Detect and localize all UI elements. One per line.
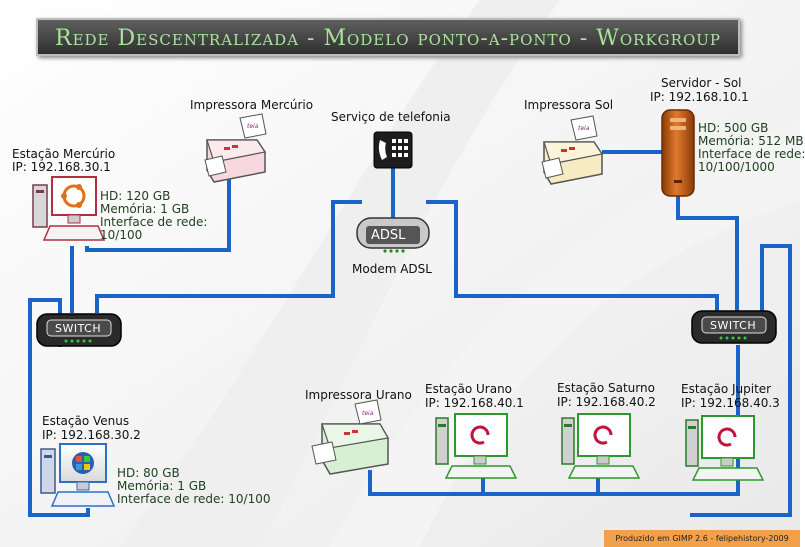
server-sol xyxy=(661,109,695,197)
link-switch-modem xyxy=(95,200,362,313)
station-mercurio xyxy=(32,176,106,241)
phone-service xyxy=(373,131,413,169)
label-estacao-mercurio: Estação Mercúrio xyxy=(12,147,116,161)
ip-estacao-venus: IP: 192.168.30.2 xyxy=(42,428,141,442)
ip-estacao-urano: IP: 192.168.40.1 xyxy=(425,396,524,410)
switch-left xyxy=(36,313,122,347)
switch-left-label: SWITCH xyxy=(55,322,102,335)
spec-mercurio-interface: Interface de rede: xyxy=(100,215,208,229)
spec-mercurio-memoria: Memória: 1 GB xyxy=(100,202,190,216)
spec-mercurio-speed: 10/100 xyxy=(100,228,143,242)
title-bar: Rede Descentralizada - Modelo ponto-a-po… xyxy=(36,18,740,56)
printer-paper-label: teia xyxy=(247,123,259,130)
label-estacao-saturno: Estação Saturno xyxy=(557,381,655,395)
spec-venus-hd: HD: 80 GB xyxy=(117,466,180,480)
link-server-switch xyxy=(676,196,739,313)
modem-adsl xyxy=(356,217,430,253)
spec-servidor-memoria: Memória: 512 MB xyxy=(698,134,804,148)
printer-urano xyxy=(311,399,389,475)
link-switch-jupiter xyxy=(690,244,792,517)
ip-estacao-mercurio: IP: 192.168.30.1 xyxy=(12,160,111,174)
link-modem-switch xyxy=(426,200,719,313)
printer-paper-label: teia xyxy=(362,410,374,417)
label-impressora-sol: Impressora Sol xyxy=(524,98,614,112)
footer-credit: Produzido em GIMP 2.6 - felipehistory-20… xyxy=(604,530,800,547)
link-printer-mercurio-station xyxy=(85,178,231,252)
background-swoosh xyxy=(120,0,560,547)
spec-servidor-interface: Interface de rede: xyxy=(698,147,805,161)
modem-screen-label: ADSL xyxy=(371,228,406,243)
ip-estacao-saturno: IP: 192.168.40.2 xyxy=(557,395,656,409)
label-estacao-jupiter: Estação Jupiter xyxy=(681,382,772,396)
label-estacao-urano: Estação Urano xyxy=(425,382,513,396)
station-urano xyxy=(435,413,518,479)
label-estacao-venus: Estação Venus xyxy=(42,414,130,428)
label-modem-adsl: Modem ADSL xyxy=(352,262,432,276)
printer-mercurio xyxy=(204,113,267,183)
ip-servidor-sol: IP: 192.168.10.1 xyxy=(650,90,749,104)
label-servidor-sol: Servidor - Sol xyxy=(661,76,742,90)
spec-venus-memoria: Memória: 1 GB xyxy=(117,479,207,493)
switch-right-label: SWITCH xyxy=(710,319,757,332)
station-saturno xyxy=(561,413,641,479)
station-venus xyxy=(40,443,116,507)
link-switch-venus xyxy=(28,298,90,517)
spec-venus-interface: Interface de rede: 10/100 xyxy=(117,492,271,506)
printer-paper-label: teia xyxy=(578,125,590,132)
label-impressora-mercurio: Impressora Mercúrio xyxy=(190,98,314,112)
printer-sol xyxy=(541,115,603,185)
switch-right xyxy=(691,310,777,344)
label-servico-telefonia: Serviço de telefonia xyxy=(331,110,451,124)
spec-mercurio-hd: HD: 120 GB xyxy=(100,189,171,203)
ip-estacao-jupiter: IP: 192.168.40.3 xyxy=(681,396,780,410)
station-jupiter xyxy=(685,415,765,481)
spec-servidor-speed: 10/100/1000 xyxy=(698,160,775,174)
label-impressora-urano: Impressora Urano xyxy=(305,388,412,402)
spec-servidor-hd: HD: 500 GB xyxy=(698,121,769,135)
page-title: Rede Descentralizada - Modelo ponto-a-po… xyxy=(55,26,721,51)
